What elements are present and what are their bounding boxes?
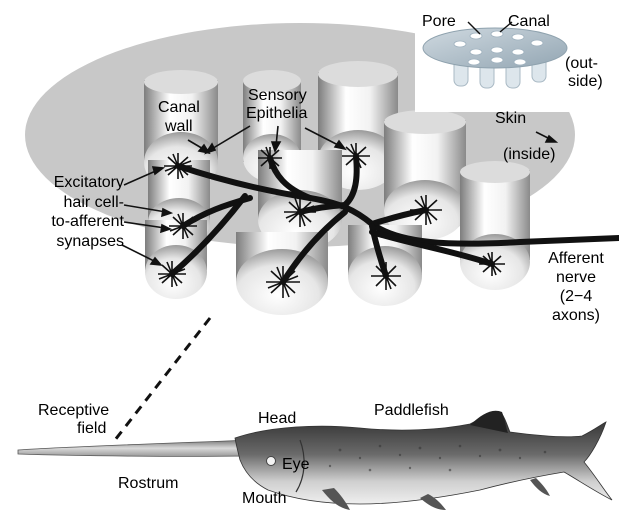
label-skin-inside: (inside) bbox=[503, 146, 555, 164]
label-skin: Skin bbox=[495, 110, 526, 128]
fish-eye bbox=[267, 457, 276, 466]
canal-cylinder bbox=[384, 110, 466, 240]
label-afferent-nerve-line4: axons) bbox=[536, 307, 616, 325]
label-excitatory-line3: to-afferent bbox=[10, 213, 124, 231]
label-outside-line1: (out- bbox=[565, 55, 598, 73]
label-afferent-nerve-line2: nerve bbox=[536, 269, 616, 287]
label-receptive-field-line1: Receptive bbox=[38, 402, 109, 420]
label-canal-wall-line1: Canal bbox=[158, 99, 200, 117]
label-sensory-epithelia-line2: Epithelia bbox=[246, 105, 307, 123]
label-rostrum: Rostrum bbox=[118, 475, 178, 493]
label-excitatory-line1: Excitatory bbox=[10, 174, 124, 192]
label-pore: Pore bbox=[422, 13, 456, 31]
label-canal: Canal bbox=[508, 13, 550, 31]
label-head: Head bbox=[258, 410, 296, 428]
label-afferent-nerve-line1: Afferent bbox=[536, 250, 616, 268]
label-eye: Eye bbox=[282, 456, 310, 474]
label-excitatory-line2: hair cell- bbox=[10, 194, 124, 212]
label-paddlefish: Paddlefish bbox=[374, 402, 449, 420]
paddlefish bbox=[18, 411, 612, 510]
label-sensory-epithelia-line1: Sensory bbox=[248, 87, 307, 105]
label-excitatory-line4: synapses bbox=[10, 233, 124, 251]
label-mouth: Mouth bbox=[242, 490, 286, 508]
label-receptive-field-line2: field bbox=[77, 420, 106, 438]
receptive-field-dashed-line bbox=[115, 318, 210, 440]
label-afferent-nerve-line3: (2−4 bbox=[536, 288, 616, 306]
label-canal-wall-line2: wall bbox=[165, 118, 193, 136]
label-outside-line2: side) bbox=[568, 73, 603, 91]
